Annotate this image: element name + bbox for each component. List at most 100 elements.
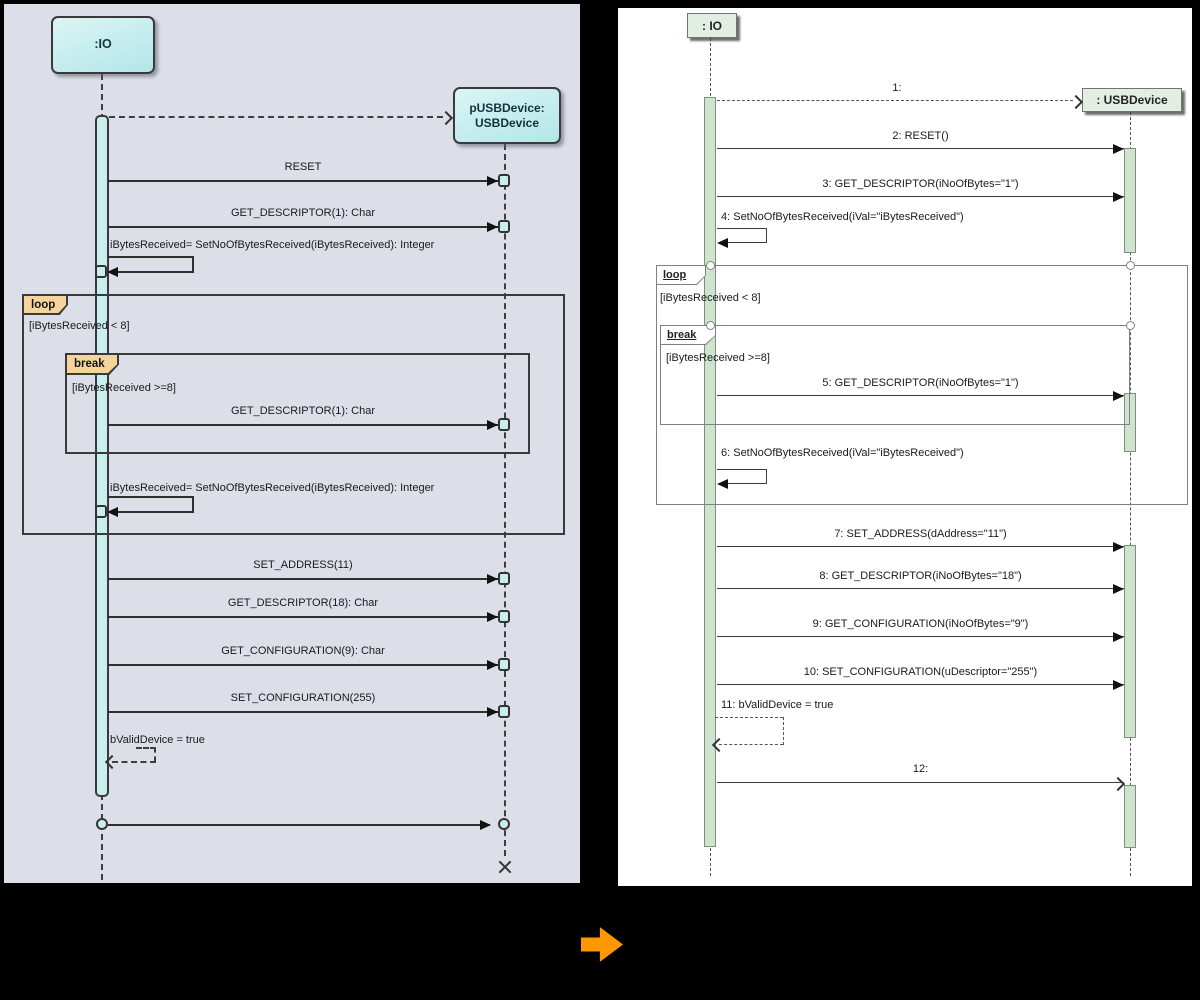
message-final-line — [108, 824, 490, 826]
message-getconfiguration9-label: GET_CONFIGURATION(9): Char — [221, 645, 385, 657]
message8-label: 8: GET_DESCRIPTOR(iNoOfBytes="18") — [819, 570, 1022, 582]
message-setconfiguration255-label: SET_CONFIGURATION(255) — [230, 692, 376, 704]
receive-nub — [498, 174, 510, 187]
receive-nub — [498, 418, 510, 431]
message2-line — [717, 148, 1124, 149]
message6-label: 6: SetNoOfBytesReceived(iVal="iBytesRece… — [721, 447, 964, 459]
message3-label: 3: GET_DESCRIPTOR(iNoOfBytes="1") — [822, 178, 1019, 190]
usbdevice-lifeline-head: : USBDevice — [1082, 88, 1182, 112]
io-lifeline-head: :IO — [51, 16, 155, 74]
receive-nub — [95, 265, 107, 278]
message1-label: 1: — [892, 82, 902, 94]
receive-nub — [498, 705, 510, 718]
message-self2-side — [192, 496, 194, 512]
message6-side — [766, 469, 767, 484]
message1-line — [717, 100, 1073, 101]
usbdevice-lifeline — [1130, 112, 1131, 876]
filled-arrowhead-icon — [107, 267, 118, 277]
message-setconfiguration255-line — [108, 711, 498, 713]
message-self1-label: iBytesReceived= SetNoOfBytesReceived(iBy… — [110, 239, 435, 251]
filled-arrowhead-icon — [1113, 632, 1124, 642]
message-getdescriptor1b-line — [108, 424, 498, 426]
receive-nub — [95, 505, 107, 518]
message-setaddress-label: SET_ADDRESS(11) — [253, 559, 353, 571]
message8-line — [717, 588, 1124, 589]
filled-arrowhead-icon — [717, 479, 728, 489]
message9-line — [717, 636, 1124, 637]
message-getdescriptor1-label: GET_DESCRIPTOR(1): Char — [230, 207, 376, 219]
message5-line — [717, 395, 1124, 396]
message-reset-label: RESET — [284, 161, 322, 173]
break-guard-text: [iBytesReceived >=8] — [666, 352, 770, 364]
message-getdescriptor18-label: GET_DESCRIPTOR(18): Char — [227, 597, 379, 609]
filled-arrowhead-icon — [1113, 144, 1124, 154]
loop-fragment-box — [22, 294, 565, 535]
usbdevice-lifeline-head: pUSBDevice: USBDevice — [453, 87, 561, 144]
message4-return — [728, 242, 766, 243]
break-fragment-tab: break — [660, 325, 716, 345]
fragment-node-circle — [706, 261, 715, 270]
message11-label: 11: bValidDevice = true — [721, 699, 834, 711]
io-activation-bar — [95, 115, 109, 797]
break-guard-text: [iBytesReceived >=8] — [72, 382, 176, 394]
message-validdevice-label: bValidDevice = true — [110, 734, 205, 746]
usb-activation-bar-2 — [1124, 393, 1136, 452]
usb-activation-bar-1 — [1124, 148, 1136, 253]
usbdevice-lifeline — [504, 144, 506, 856]
filled-arrowhead-icon — [487, 222, 498, 232]
filled-arrowhead-icon — [487, 574, 498, 584]
io-lifeline-label: : IO — [702, 18, 722, 33]
filled-arrowhead-icon — [1113, 584, 1124, 594]
message6-return — [728, 483, 766, 484]
open-arrowhead-icon — [1068, 94, 1084, 110]
message6-top — [717, 469, 766, 470]
usbdevice-lifeline-label: : USBDevice — [1096, 93, 1168, 107]
message5-label: 5: GET_DESCRIPTOR(iNoOfBytes="1") — [822, 377, 1019, 389]
filled-arrowhead-icon — [107, 507, 118, 517]
message-getdescriptor1b-label: GET_DESCRIPTOR(1): Char — [230, 405, 376, 417]
message4-top — [717, 228, 766, 229]
message9-label: 9: GET_CONFIGURATION(iNoOfBytes="9") — [812, 618, 1029, 630]
message10-line — [717, 684, 1124, 685]
break-fragment-label: break — [661, 326, 715, 344]
loop-fragment-box — [656, 265, 1188, 505]
io-lifeline-label: :IO — [94, 37, 112, 52]
message2-label: 2: RESET() — [892, 130, 949, 142]
destroy-x-icon — [497, 859, 513, 875]
filled-arrowhead-icon — [1113, 680, 1124, 690]
message-getconfiguration9-line — [108, 664, 498, 666]
transform-arrow-icon — [581, 927, 623, 962]
message10-label: 10: SET_CONFIGURATION(uDescriptor="255") — [803, 666, 1038, 678]
left-sequence-diagram-panel: :IO pUSBDevice: USBDevice RESET GET_DESC… — [4, 4, 580, 883]
filled-arrowhead-icon — [1113, 192, 1124, 202]
filled-arrowhead-icon — [487, 420, 498, 430]
message-self1-side — [192, 256, 194, 272]
loop-guard-text: [iBytesReceived < 8] — [660, 292, 761, 304]
right-sequence-diagram-panel: : IO : USBDevice 1: 2: RESET() 3: GET_DE… — [618, 8, 1192, 886]
usbdevice-label-line2: USBDevice — [474, 115, 540, 130]
receive-nub — [498, 610, 510, 623]
filled-arrowhead-icon — [487, 660, 498, 670]
receive-nub — [498, 220, 510, 233]
message-self2-top — [108, 496, 192, 498]
fragment-node-circle — [1126, 261, 1135, 270]
loop-fragment-tab: loop — [656, 265, 706, 285]
usb-activation-bar-3 — [1124, 545, 1136, 738]
message7-line — [717, 546, 1124, 547]
message4-side — [766, 228, 767, 243]
endpoint-circle — [96, 818, 108, 830]
filled-arrowhead-icon — [1113, 391, 1124, 401]
receive-nub — [498, 658, 510, 671]
message-getdescriptor18-line — [108, 616, 498, 618]
usb-activation-bar-4 — [1124, 785, 1136, 848]
fragment-node-circle — [706, 321, 715, 330]
io-activation-bar — [704, 97, 716, 847]
filled-arrowhead-icon — [487, 612, 498, 622]
message11-dash-side — [783, 717, 784, 745]
filled-arrowhead-icon — [487, 707, 498, 717]
message-getdescriptor1-line — [108, 226, 498, 228]
break-fragment-tab: break — [65, 353, 119, 375]
usbdevice-label-line1: pUSBDevice: — [469, 100, 545, 115]
open-arrowhead-icon — [1110, 776, 1126, 792]
